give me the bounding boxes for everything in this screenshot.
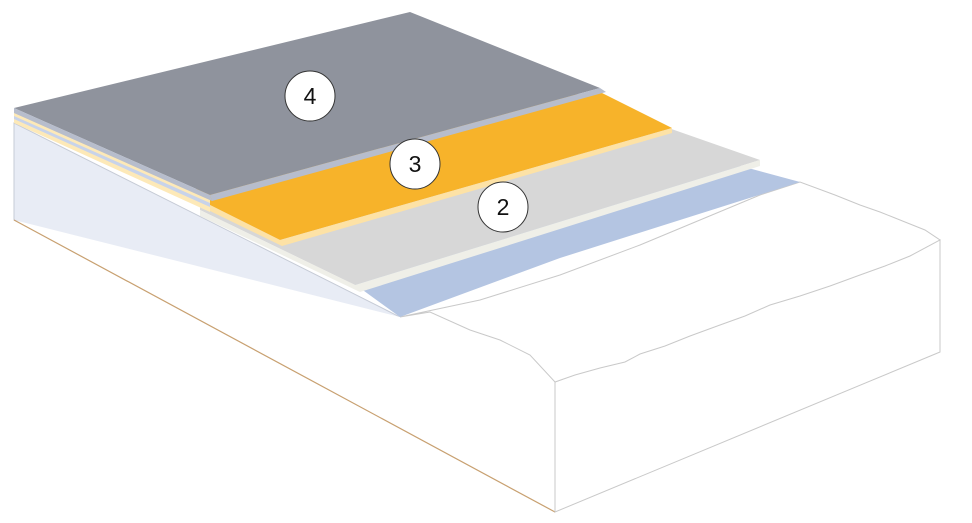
marker-3-label: 3 xyxy=(409,151,422,177)
marker-2: 2 xyxy=(477,181,529,233)
left-edge-stripe-blue xyxy=(14,116,210,207)
marker-4-label: 4 xyxy=(304,83,317,109)
marker-3: 3 xyxy=(389,138,441,190)
marker-4: 4 xyxy=(284,70,336,122)
concrete-broken-top xyxy=(399,181,941,383)
marker-2-label: 2 xyxy=(497,194,510,220)
top-layer-left-edge xyxy=(14,108,212,201)
